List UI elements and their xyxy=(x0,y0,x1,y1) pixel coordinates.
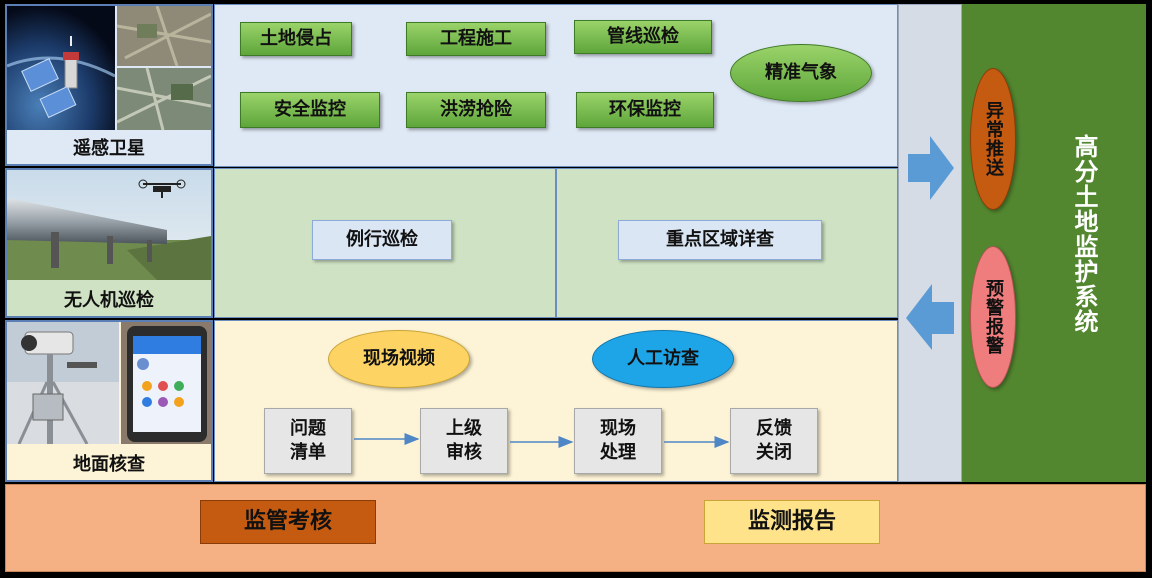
flow-step-issue-list-line2: 清单 xyxy=(290,442,326,463)
monitoring-report-box: 监测报告 xyxy=(704,500,880,544)
ground-photo xyxy=(7,322,211,444)
push-anomaly-label: 异常推送 xyxy=(983,101,1004,177)
flow-step-issue-list: 问题 清单 xyxy=(264,408,352,474)
precise-weather-oval: 精准气象 xyxy=(730,44,872,102)
flow-step-superior-review-line1: 上级 xyxy=(446,418,482,439)
flow-step-feedback-close-line1: 反馈 xyxy=(756,418,792,439)
onsite-video-oval: 现场视频 xyxy=(328,330,470,388)
satellite-label: 遥感卫星 xyxy=(7,134,211,164)
ground-cell: 地面核查 xyxy=(5,320,213,482)
satellite-icon xyxy=(21,36,79,119)
drone-photo xyxy=(7,170,211,280)
flow-arrows xyxy=(354,433,730,448)
satellite-cell: 遥感卫星 xyxy=(5,4,213,166)
drone-icon xyxy=(138,179,186,198)
connector-arrows xyxy=(906,136,954,350)
flow-step-issue-list-line1: 问题 xyxy=(290,418,326,439)
warning-alert-label: 预警报警 xyxy=(983,279,1004,355)
arrow-right-icon xyxy=(908,136,954,200)
warning-alert-oval: 预警报警 xyxy=(970,246,1016,388)
task-environment-monitoring: 环保监控 xyxy=(576,92,714,128)
flow-step-superior-review-line2: 审核 xyxy=(446,442,482,463)
flow-step-feedback-close-line2: 关闭 xyxy=(756,442,792,463)
flow-step-onsite-handling-line1: 现场 xyxy=(600,418,636,439)
flow-step-feedback-close: 反馈 关闭 xyxy=(730,408,818,474)
satellite-photo xyxy=(7,6,211,130)
drone-cell: 无人机巡检 xyxy=(5,168,213,318)
flow-step-onsite-handling: 现场 处理 xyxy=(574,408,662,474)
task-pipeline-inspection: 管线巡检 xyxy=(574,20,712,54)
flow-step-superior-review: 上级 审核 xyxy=(420,408,508,474)
assessment-box: 监管考核 xyxy=(200,500,376,544)
task-land-encroachment: 土地侵占 xyxy=(240,22,352,56)
arrow-left-icon xyxy=(906,284,954,350)
key-area-survey-box: 重点区域详查 xyxy=(618,220,822,260)
push-anomaly-oval: 异常推送 xyxy=(970,68,1016,210)
task-construction: 工程施工 xyxy=(406,22,546,56)
task-safety-monitoring: 安全监控 xyxy=(240,92,380,128)
mobile-phone-icon xyxy=(127,326,207,442)
ground-label: 地面核查 xyxy=(7,450,211,480)
surveillance-tower-icon xyxy=(17,331,97,444)
flow-step-onsite-handling-line2: 处理 xyxy=(600,442,636,463)
bottom-bar xyxy=(5,484,1146,572)
manual-visit-oval: 人工访查 xyxy=(592,330,734,388)
task-flood-rescue: 洪涝抢险 xyxy=(406,92,546,128)
drone-label: 无人机巡检 xyxy=(7,286,211,316)
system-title: 高分土地监护系统 xyxy=(1070,134,1098,334)
routine-inspection-box: 例行巡检 xyxy=(312,220,452,260)
connector-strip xyxy=(898,4,962,482)
